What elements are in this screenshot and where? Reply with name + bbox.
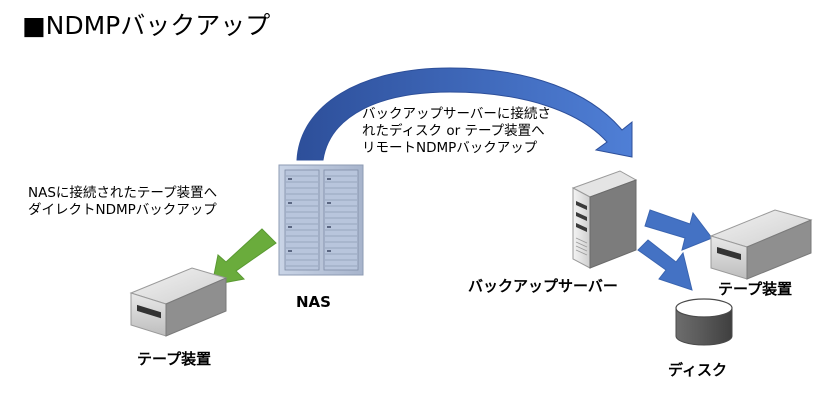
tape-drive-left-icon xyxy=(129,267,228,337)
disk-label: ディスク xyxy=(668,361,727,379)
backup-server-label: バックアップサーバー xyxy=(468,277,618,295)
nas-rack-icon xyxy=(278,164,364,276)
tape-left-label: テープ装置 xyxy=(137,350,212,368)
server-to-tape-arrow xyxy=(644,209,713,251)
page-title: ■NDMPバックアップ xyxy=(22,11,271,40)
direct-note-line-2: ダイレクトNDMPバックアップ xyxy=(28,202,217,218)
remote-backup-arrow xyxy=(296,67,633,161)
disk-cylinder-icon xyxy=(675,298,733,346)
direct-backup-note: NASに接続されたテープ装置へ ダイレクトNDMPバックアップ xyxy=(28,185,217,219)
remote-note-line-3: リモートNDMPバックアップ xyxy=(362,140,538,156)
tape-right-label: テープ装置 xyxy=(718,280,793,298)
server-to-disk-arrow xyxy=(637,239,693,291)
nas-label: NAS xyxy=(296,293,331,311)
tape-drive-right-icon xyxy=(709,209,813,280)
remote-backup-note: バックアップサーバーに接続さ れたディスク or テープ装置へ リモートNDMP… xyxy=(362,106,551,157)
direct-backup-arrow xyxy=(211,228,277,286)
tower-server-icon xyxy=(571,170,638,269)
direct-note-line-1: NASに接続されたテープ装置へ xyxy=(28,185,218,201)
remote-note-line-2: れたディスク or テープ装置へ xyxy=(362,123,545,139)
remote-note-line-1: バックアップサーバーに接続さ xyxy=(362,106,551,122)
